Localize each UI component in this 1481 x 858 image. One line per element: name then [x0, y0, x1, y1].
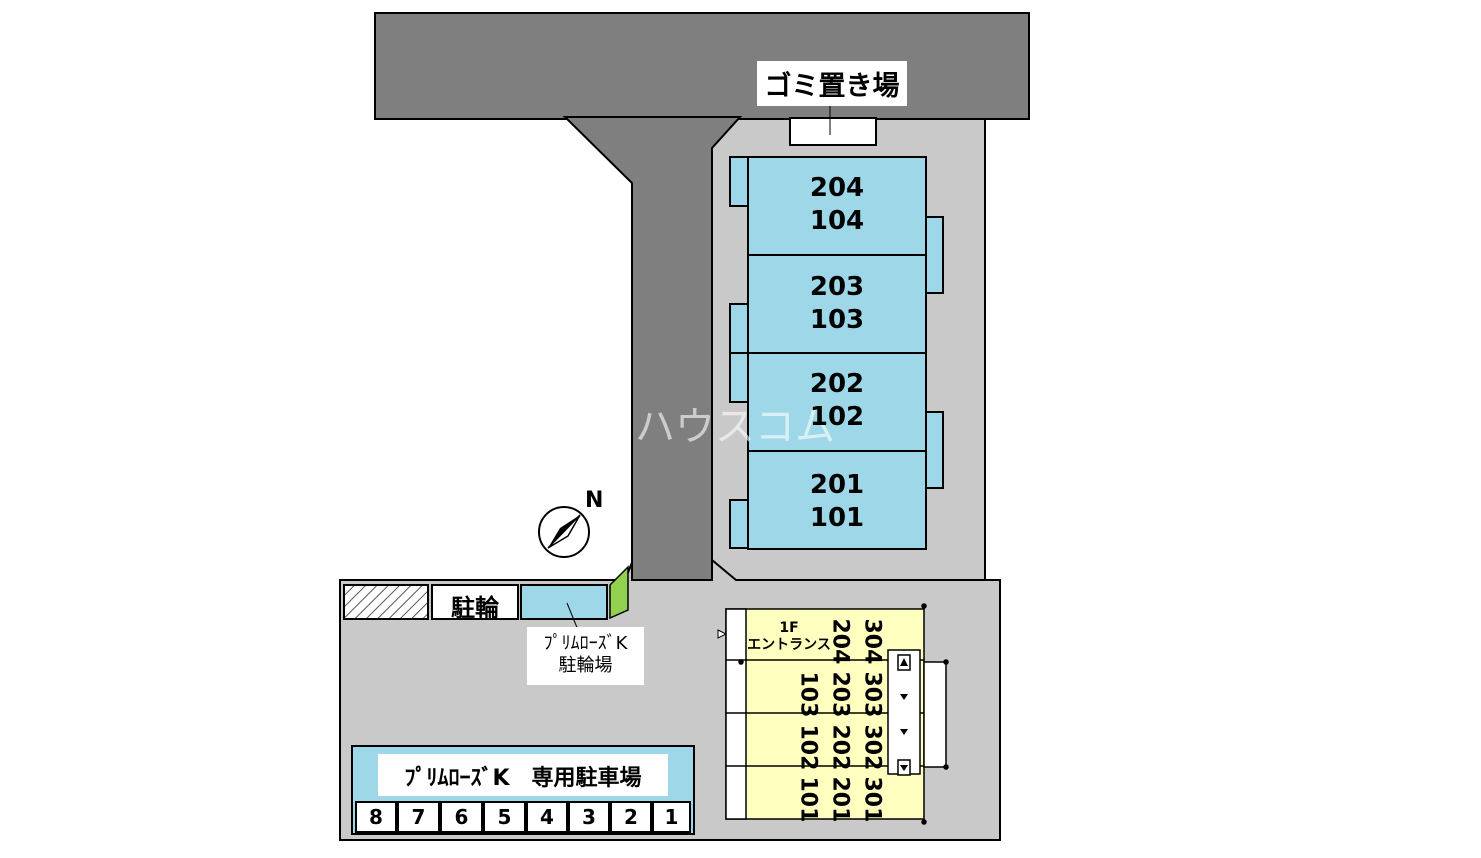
watermark-text: ハウスコム [635, 404, 835, 450]
unit-label: 204 104 [748, 172, 926, 238]
hatched-area [343, 584, 429, 620]
parking-space-label: 2 [624, 805, 638, 829]
bicycle-label: 駐輪 [451, 594, 499, 622]
parking-space-label: 3 [582, 805, 596, 829]
access-road [562, 116, 743, 581]
unit-number: 101 [795, 776, 821, 823]
entrance-label-1f: 1F [779, 620, 799, 636]
unit-col-2f: 204 203 202 201 [824, 612, 856, 823]
parking-space-label: 6 [454, 805, 469, 829]
unit-block-202-102 [747, 352, 927, 452]
parking-space-label: 4 [540, 805, 554, 829]
parking-space-label: 5 [497, 805, 512, 829]
unit-number-lower: 101 [809, 503, 865, 533]
bicycle-leader [566, 602, 579, 631]
unit-number-upper: 203 [809, 272, 865, 302]
garbage-label-bg [757, 61, 907, 106]
unit-number: 203 [827, 671, 853, 718]
primrose-bicycle-label-bg [527, 627, 644, 685]
unit-number: 301 [859, 776, 885, 823]
unit-number: 204 [827, 618, 853, 665]
unit-label: 202 102 [748, 368, 926, 434]
primrose-bicycle-label-line1: ﾌﾟﾘﾑﾛｰｽﾞK [543, 633, 628, 654]
unit-number-lower: 103 [809, 305, 865, 335]
unit-col-3f: 304 303 302 301 [856, 612, 888, 823]
unit-number: 302 [859, 724, 885, 771]
primrose-bicycle-label: ﾌﾟﾘﾑﾛｰｽﾞK 駐輪場 [527, 633, 644, 677]
primrose-bicycle-label-line2: 駐輪場 [558, 655, 613, 676]
compass-icon [538, 506, 590, 558]
parking-title-bg [378, 754, 668, 796]
door-arrow-icon [717, 629, 908, 771]
top-road [374, 12, 1030, 120]
entrance-label-text: エントランス [747, 637, 831, 653]
parking-spaces [355, 801, 691, 833]
unit-number-upper: 202 [809, 369, 865, 399]
unit-number: 202 [827, 724, 853, 771]
unit-number: 303 [859, 671, 885, 718]
unit-col-1f: 103 102 101 [792, 612, 824, 823]
parking-title: ﾌﾟﾘﾑﾛｰｽﾞK 専用駐車場 [404, 766, 642, 791]
parking-space-label: 7 [411, 805, 426, 829]
green-strip [609, 565, 629, 620]
unit-number-lower: 102 [809, 402, 865, 432]
unit-label: 201 101 [748, 469, 926, 535]
unit-block-201-101 [747, 450, 927, 550]
unit-number-lower: 104 [809, 206, 865, 236]
primrose-bicycle-box [520, 584, 608, 620]
unit-label: 203 103 [748, 271, 926, 337]
unit-number: 102 [795, 724, 821, 771]
building-a [729, 156, 944, 550]
unit-number: 304 [859, 618, 885, 665]
unit-block-203-103 [747, 254, 927, 354]
parking-space-label: 8 [369, 805, 383, 829]
unit-number-upper: 201 [809, 470, 865, 500]
unit-number: 201 [827, 776, 853, 823]
unit-number-upper: 204 [809, 173, 865, 203]
unit-block-204-104 [747, 156, 927, 256]
entrance-label: 1F エントランス [746, 620, 832, 654]
garbage-label: ゴミ置き場 [764, 71, 900, 102]
garbage-box [789, 117, 877, 146]
unit-number: 103 [795, 671, 821, 718]
bicycle-box [431, 584, 519, 620]
building-b [725, 603, 949, 825]
parking-space-label: 1 [664, 805, 679, 829]
north-label: N [585, 488, 604, 513]
